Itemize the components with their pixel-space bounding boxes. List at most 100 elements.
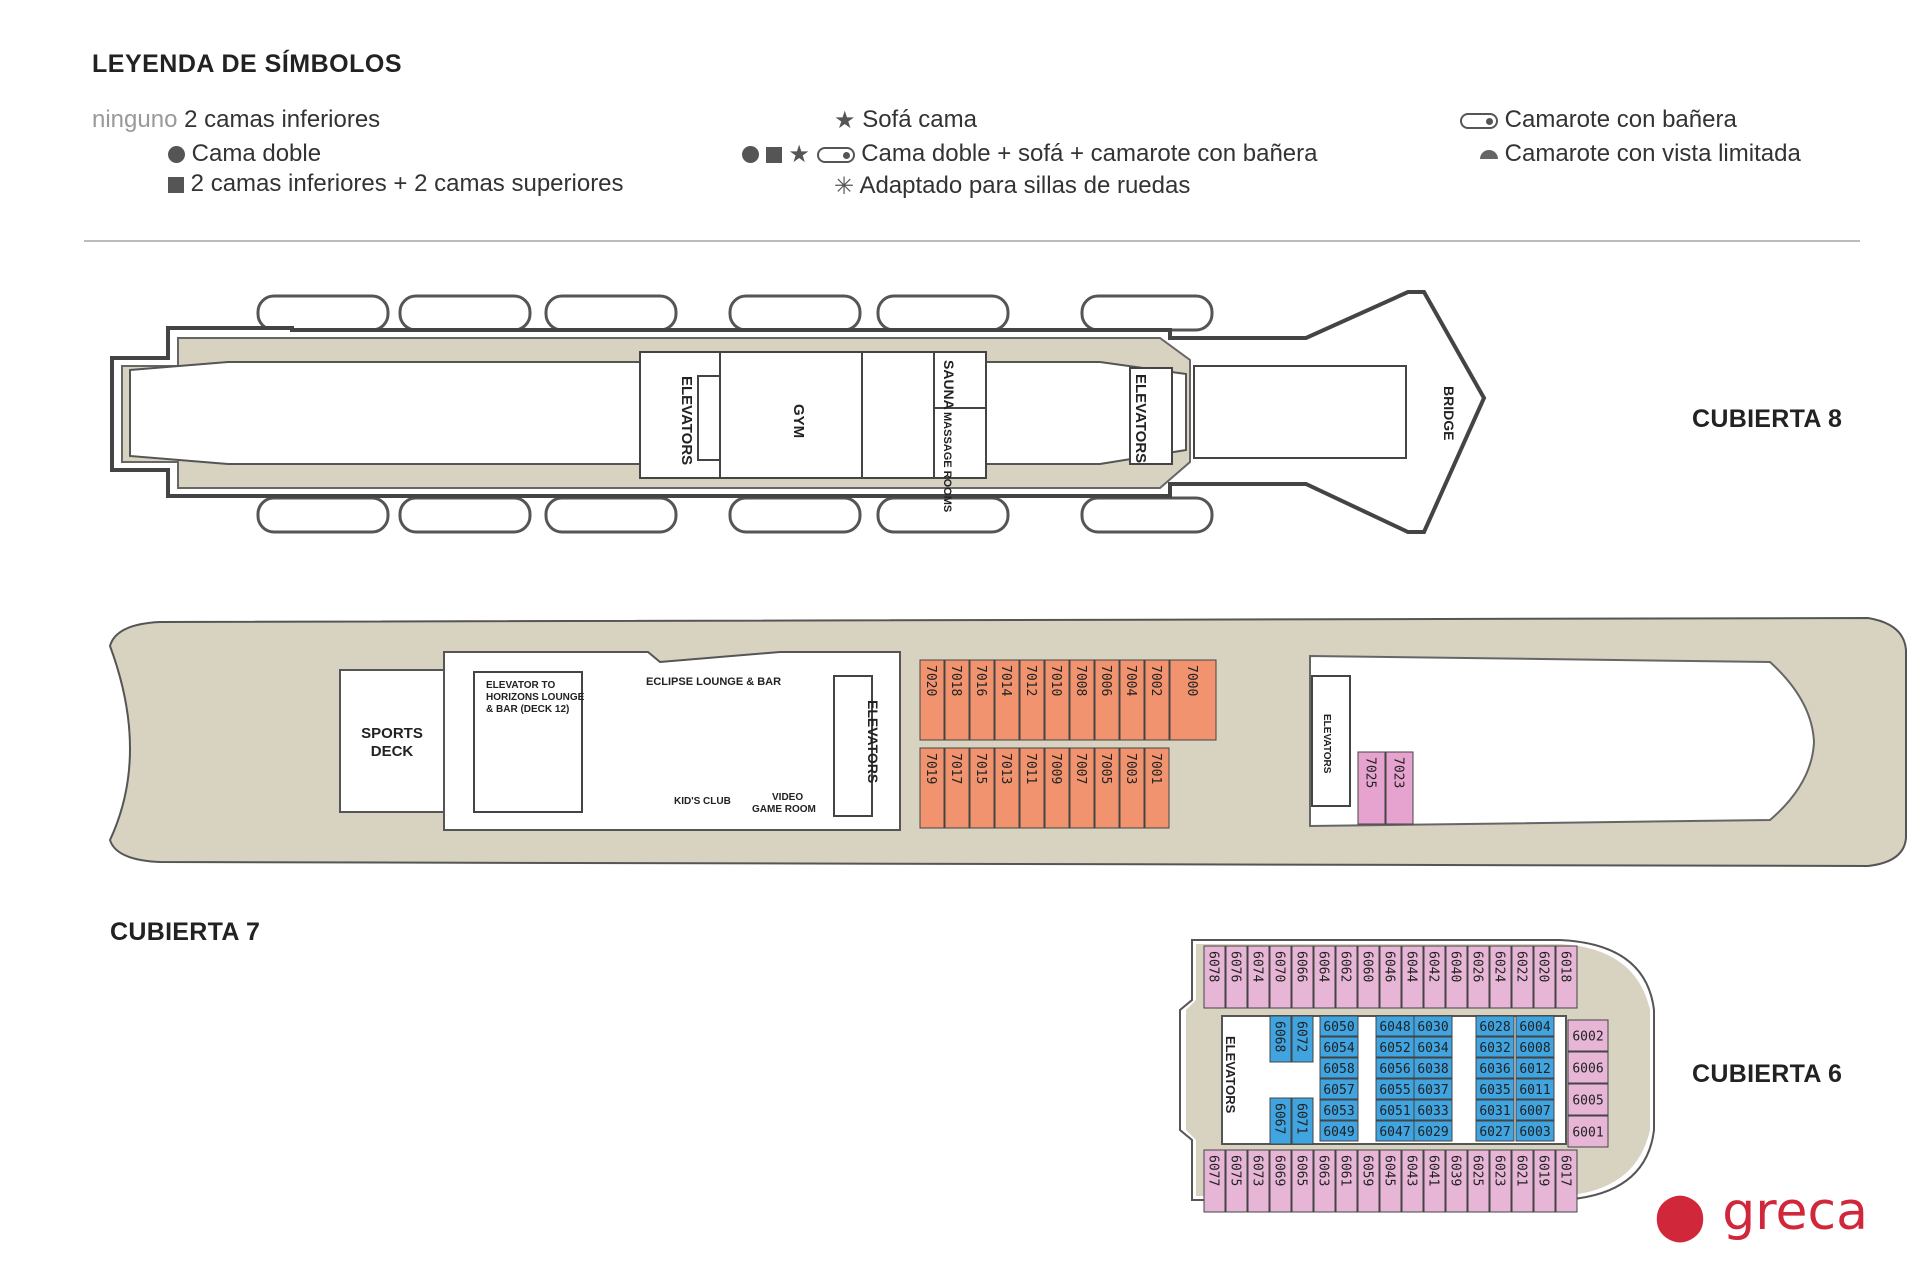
deck6-cabin[interactable]: 6071 bbox=[1291, 1097, 1314, 1145]
deck6-cabin[interactable]: 6039 bbox=[1445, 1149, 1468, 1213]
deck6-cabin[interactable]: 6007 bbox=[1515, 1099, 1555, 1121]
deck6-cabin[interactable]: 6028 bbox=[1475, 1015, 1515, 1037]
deck6-cabin[interactable]: 6026 bbox=[1467, 945, 1490, 1009]
deck6-cabin[interactable]: 6061 bbox=[1335, 1149, 1358, 1213]
deck6-cabin[interactable]: 6050 bbox=[1319, 1015, 1359, 1037]
deck6-cabin[interactable]: 6054 bbox=[1319, 1036, 1359, 1058]
deck6-cabin[interactable]: 6064 bbox=[1313, 945, 1336, 1009]
deck6-cabin[interactable]: 6040 bbox=[1445, 945, 1468, 1009]
deck7-cabin[interactable]: 7004 bbox=[1119, 659, 1145, 741]
deck6-cabin[interactable]: 6046 bbox=[1379, 945, 1402, 1009]
deck6-cabin[interactable]: 6059 bbox=[1357, 1149, 1380, 1213]
deck7-cabin[interactable]: 7009 bbox=[1044, 747, 1070, 829]
deck6-cabin[interactable]: 6038 bbox=[1413, 1057, 1453, 1079]
deck6-cabin[interactable]: 6011 bbox=[1515, 1078, 1555, 1100]
deck6-cabin[interactable]: 6004 bbox=[1515, 1015, 1555, 1037]
deck6-cabin[interactable]: 6042 bbox=[1423, 945, 1446, 1009]
deck7-cabin[interactable]: 7005 bbox=[1094, 747, 1120, 829]
deck6-cabin[interactable]: 6003 bbox=[1515, 1120, 1555, 1142]
deck6-cabin[interactable]: 6032 bbox=[1475, 1036, 1515, 1058]
deck7-cabin[interactable]: 7020 bbox=[919, 659, 945, 741]
deck6-cabin[interactable]: 6069 bbox=[1269, 1149, 1292, 1213]
deck6-cabin[interactable]: 6049 bbox=[1319, 1120, 1359, 1142]
deck6-cabin[interactable]: 6065 bbox=[1291, 1149, 1314, 1213]
deck6-cabin[interactable]: 6002 bbox=[1567, 1019, 1609, 1052]
deck7-cabin[interactable]: 7003 bbox=[1119, 747, 1145, 829]
deck7-cabin[interactable]: 7002 bbox=[1144, 659, 1170, 741]
deck6-cabin[interactable]: 6066 bbox=[1291, 945, 1314, 1009]
cabin-number: 6055 bbox=[1379, 1083, 1410, 1098]
deck6-cabin[interactable]: 6057 bbox=[1319, 1078, 1359, 1100]
deck6-cabin[interactable]: 6074 bbox=[1247, 945, 1270, 1009]
deck6-cabin[interactable]: 6021 bbox=[1511, 1149, 1534, 1213]
deck6-cabin[interactable]: 6073 bbox=[1247, 1149, 1270, 1213]
deck6-cabin[interactable]: 6012 bbox=[1515, 1057, 1555, 1079]
deck7-cabin[interactable]: 7010 bbox=[1044, 659, 1070, 741]
deck6-cabin[interactable]: 6047 bbox=[1375, 1120, 1415, 1142]
lifeboat bbox=[398, 294, 532, 332]
deck6-cabin[interactable]: 6078 bbox=[1203, 945, 1226, 1009]
deck6-cabin[interactable]: 6034 bbox=[1413, 1036, 1453, 1058]
deck7-cabin[interactable]: 7014 bbox=[994, 659, 1020, 741]
deck6-cabin[interactable]: 6022 bbox=[1511, 945, 1534, 1009]
deck6-cabin[interactable]: 6031 bbox=[1475, 1099, 1515, 1121]
deck7-cabin[interactable]: 7019 bbox=[919, 747, 945, 829]
deck6-cabin[interactable]: 6045 bbox=[1379, 1149, 1402, 1213]
deck6-cabin[interactable]: 6062 bbox=[1335, 945, 1358, 1009]
deck7-cabin[interactable]: 7011 bbox=[1019, 747, 1045, 829]
deck6-cabin[interactable]: 6048 bbox=[1375, 1015, 1415, 1037]
deck6-cabin[interactable]: 6018 bbox=[1555, 945, 1578, 1009]
deck7-cabin[interactable]: 7016 bbox=[969, 659, 995, 741]
deck6-cabin[interactable]: 6058 bbox=[1319, 1057, 1359, 1079]
deck6-cabin[interactable]: 6067 bbox=[1269, 1097, 1292, 1145]
deck6-cabin[interactable]: 6044 bbox=[1401, 945, 1424, 1009]
deck6-cabin[interactable]: 6068 bbox=[1269, 1015, 1292, 1063]
deck6-cabin[interactable]: 6055 bbox=[1375, 1078, 1415, 1100]
deck6-cabin[interactable]: 6075 bbox=[1225, 1149, 1248, 1213]
deck6-cabin[interactable]: 6063 bbox=[1313, 1149, 1336, 1213]
deck6-cabin[interactable]: 6051 bbox=[1375, 1099, 1415, 1121]
deck7-cabin[interactable]: 7012 bbox=[1019, 659, 1045, 741]
deck7-cabin[interactable]: 7015 bbox=[969, 747, 995, 829]
deck6-cabin[interactable]: 6001 bbox=[1567, 1115, 1609, 1148]
deck7-cabin[interactable]: 7023 bbox=[1385, 751, 1414, 825]
deck7-cabin[interactable]: 7008 bbox=[1069, 659, 1095, 741]
deck7-cabin[interactable]: 7000 bbox=[1169, 659, 1217, 741]
deck7-cabin[interactable]: 7006 bbox=[1094, 659, 1120, 741]
deck6-cabin[interactable]: 6019 bbox=[1533, 1149, 1556, 1213]
deck6-cabin[interactable]: 6006 bbox=[1567, 1051, 1609, 1084]
deck6-cabin[interactable]: 6053 bbox=[1319, 1099, 1359, 1121]
deck6-cabin[interactable]: 6035 bbox=[1475, 1078, 1515, 1100]
deck6-cabin[interactable]: 6020 bbox=[1533, 945, 1556, 1009]
deck7-cabin[interactable]: 7001 bbox=[1144, 747, 1170, 829]
deck6-cabin[interactable]: 6056 bbox=[1375, 1057, 1415, 1079]
cabin-number: 6024 bbox=[1492, 951, 1507, 982]
deck6-cabin[interactable]: 6060 bbox=[1357, 945, 1380, 1009]
deck6-cabin[interactable]: 6072 bbox=[1291, 1015, 1314, 1063]
deck6-cabin[interactable]: 6076 bbox=[1225, 945, 1248, 1009]
deck6-cabin[interactable]: 6077 bbox=[1203, 1149, 1226, 1213]
deck6-cabin[interactable]: 6030 bbox=[1413, 1015, 1453, 1037]
deck6-cabin[interactable]: 6033 bbox=[1413, 1099, 1453, 1121]
deck6-cabin[interactable]: 6017 bbox=[1555, 1149, 1578, 1213]
deck6-cabin[interactable]: 6027 bbox=[1475, 1120, 1515, 1142]
deck6-cabin[interactable]: 6025 bbox=[1467, 1149, 1490, 1213]
deck6-cabin[interactable]: 6041 bbox=[1423, 1149, 1446, 1213]
deck6-cabin[interactable]: 6043 bbox=[1401, 1149, 1424, 1213]
deck6-cabin[interactable]: 6008 bbox=[1515, 1036, 1555, 1058]
deck6-cabin[interactable]: 6029 bbox=[1413, 1120, 1453, 1142]
deck7-cabin[interactable]: 7018 bbox=[944, 659, 970, 741]
deck6-cabin[interactable]: 6036 bbox=[1475, 1057, 1515, 1079]
deck7-cabin[interactable]: 7013 bbox=[994, 747, 1020, 829]
deck7-cabin[interactable]: 7017 bbox=[944, 747, 970, 829]
deck6-cabin[interactable]: 6024 bbox=[1489, 945, 1512, 1009]
deck6-cabin[interactable]: 6005 bbox=[1567, 1083, 1609, 1116]
deck6-cabin[interactable]: 6037 bbox=[1413, 1078, 1453, 1100]
deck7-cabin[interactable]: 7007 bbox=[1069, 747, 1095, 829]
deck6-cabin[interactable]: 6052 bbox=[1375, 1036, 1415, 1058]
deck6-cabin[interactable]: 6070 bbox=[1269, 945, 1292, 1009]
deck7-cabin[interactable]: 7025 bbox=[1357, 751, 1386, 825]
deck6-cabin[interactable]: 6023 bbox=[1489, 1149, 1512, 1213]
gym-room bbox=[719, 351, 863, 479]
